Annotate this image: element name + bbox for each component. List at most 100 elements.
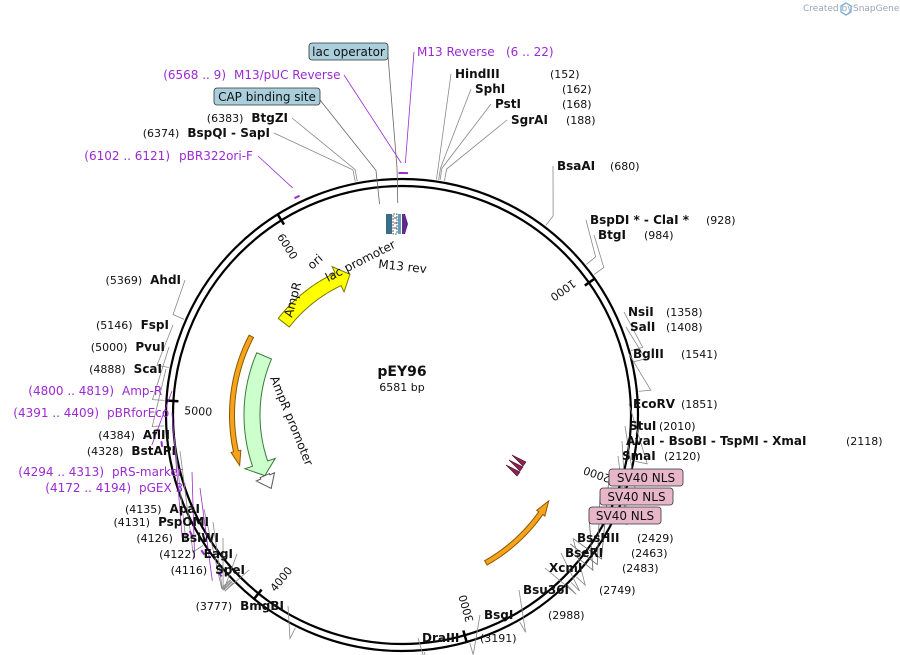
enzyme-name: Bsu36I <box>523 583 569 597</box>
lac-operator-label: lac operator <box>312 45 385 59</box>
enzyme-position: (4135) <box>125 503 162 516</box>
enzyme-site[interactable]: BseRI(2463) <box>565 546 668 560</box>
primer-pbrforeco-range: (4391 .. 4409) <box>13 406 99 420</box>
enzyme-site[interactable]: EcoRV(1851) <box>633 397 718 411</box>
primer-leader <box>199 487 213 581</box>
scale-tick-label: 2000 <box>582 463 613 485</box>
enzyme-site[interactable]: NsiI(1358) <box>628 305 703 319</box>
primer-m13-reverse-name: M13 Reverse <box>417 45 495 59</box>
enzyme-site[interactable]: SmaI(2120) <box>622 449 701 463</box>
enzyme-position: (1851) <box>681 398 718 411</box>
lac-operator-mark <box>398 214 401 234</box>
enzyme-name: BstAPI <box>131 444 176 458</box>
primer-pbr322ori-name: pBR322ori-F <box>179 149 253 163</box>
feature-label-ampr-promoter: AmpR promoter <box>267 374 316 468</box>
enzyme-site[interactable]: AflII(4384) <box>98 428 170 442</box>
enzyme-site[interactable]: PstI(168) <box>495 97 592 111</box>
enzyme-site[interactable]: BspQI - SapI(6374) <box>143 126 270 140</box>
enzyme-site[interactable]: XcmI(2483) <box>549 561 659 575</box>
enzyme-site[interactable]: PvuI(5000) <box>91 340 165 354</box>
enzyme-site[interactable]: BsaAI(680) <box>557 159 640 173</box>
enzyme-site[interactable]: EagI(4122) <box>159 547 233 561</box>
enzyme-site[interactable]: DraIII(3191) <box>422 631 517 645</box>
enzyme-name: BseRI <box>565 546 603 560</box>
enzyme-name: BtgZI <box>251 111 288 125</box>
enzyme-site[interactable]: BmgBI(3777) <box>196 599 284 613</box>
sv40-nls-box-1[interactable]: SV40 NLS <box>608 468 684 487</box>
plasmid-name: pEY96 <box>377 364 426 380</box>
scale-tick-label: 3000 <box>456 593 476 623</box>
enzyme-site[interactable]: BglII(1541) <box>633 347 718 361</box>
enzyme-site[interactable]: ApaI(4135) <box>125 502 200 516</box>
enzyme-name: SphI <box>475 82 505 96</box>
enzyme-name: BsaAI <box>557 159 595 173</box>
enzyme-site[interactable]: ScaI(4888) <box>89 362 162 376</box>
enzyme-site[interactable]: BtgZI(6383) <box>207 111 288 125</box>
enzyme-leader <box>545 165 554 226</box>
enzyme-leader <box>179 450 204 553</box>
enzyme-site[interactable]: SalI(1408) <box>630 320 703 334</box>
enzyme-site[interactable]: AvaI - BsoBI - TspMI - XmaI(2118) <box>626 434 883 448</box>
enzyme-site[interactable]: BsgI(2988) <box>484 608 585 622</box>
enzyme-leader <box>151 346 170 401</box>
enzyme-site[interactable]: PspOMI(4131) <box>113 515 209 529</box>
enzyme-position: (4131) <box>113 516 150 529</box>
primer-leader <box>343 74 402 164</box>
enzyme-site[interactable]: BspDI * - ClaI *(928) <box>590 213 736 227</box>
lac-operator-box[interactable]: lac operator <box>308 42 389 61</box>
enzyme-name: BtgI <box>598 228 626 242</box>
enzyme-position: (5146) <box>96 319 133 332</box>
cap-binding-site-label: CAP binding site <box>218 90 316 104</box>
backbone <box>164 177 640 653</box>
sv40-nls-box-3[interactable]: SV40 NLS <box>588 506 662 525</box>
sv40-nls-arrow <box>511 454 527 467</box>
enzyme-site[interactable]: BtgI(984) <box>598 228 674 242</box>
enzyme-site[interactable]: SphI(162) <box>475 82 592 96</box>
enzyme-name: SgrAI <box>511 113 548 127</box>
feature-leader <box>387 55 399 204</box>
enzyme-position: (2429) <box>637 532 674 545</box>
enzyme-leader <box>444 119 508 181</box>
enzyme-leader <box>628 403 648 465</box>
enzyme-leader <box>623 311 644 351</box>
enzyme-site[interactable]: AhdI(5369) <box>106 273 181 287</box>
enzyme-name: ScaI <box>134 362 162 376</box>
enzyme-site[interactable]: SgrAI (188) <box>511 113 596 127</box>
scale-tick-label: 6000 <box>274 231 300 262</box>
primer-ampr-name: Amp-R <box>122 384 162 398</box>
enzyme-site[interactable]: HindIII(152) <box>455 67 580 81</box>
cap-binding-site-box[interactable]: CAP binding site <box>213 87 321 106</box>
primer-mark <box>200 549 206 556</box>
enzyme-site[interactable]: FspI(5146) <box>96 318 169 332</box>
enzyme-name: StuI <box>629 419 656 433</box>
primer-leader <box>151 390 173 446</box>
primer-leader <box>404 51 415 164</box>
enzyme-leader <box>438 88 472 180</box>
enzyme-leader <box>417 637 426 655</box>
enzyme-site[interactable]: BsiWI(4126) <box>136 531 219 545</box>
enzyme-leader <box>436 73 452 180</box>
enzyme-name: BspDI * - ClaI * <box>590 213 690 227</box>
orf-arrow <box>229 334 255 467</box>
enzyme-site[interactable]: BstAPI(4328) <box>87 444 176 458</box>
enzyme-leader <box>222 537 232 591</box>
scale-tick <box>462 630 469 644</box>
enzyme-site[interactable]: SpeI(4116) <box>171 563 245 577</box>
enzyme-leader <box>628 353 652 392</box>
enzyme-site[interactable]: Bsu36I(2749) <box>523 583 636 597</box>
primer-m13puc-name: M13/pUC Reverse <box>234 68 341 82</box>
enzyme-name: AflII <box>143 428 170 442</box>
enzyme-site[interactable]: StuI(2010) <box>629 419 696 433</box>
enzyme-position: (188) <box>566 114 596 127</box>
enzyme-site[interactable]: BssHII(2429) <box>577 531 674 545</box>
sv40-nls-box-2[interactable]: SV40 NLS <box>599 487 674 506</box>
origin-feature-glyphs <box>386 213 408 235</box>
scale-tick-label: 4000 <box>268 564 296 594</box>
enzyme-position: (3777) <box>196 600 233 613</box>
primer-mark <box>217 571 223 578</box>
enzyme-position: (6374) <box>143 127 180 140</box>
scale-tick-label: 5000 <box>184 404 213 419</box>
enzyme-position: (1408) <box>666 321 703 334</box>
primer-leader <box>257 155 293 189</box>
